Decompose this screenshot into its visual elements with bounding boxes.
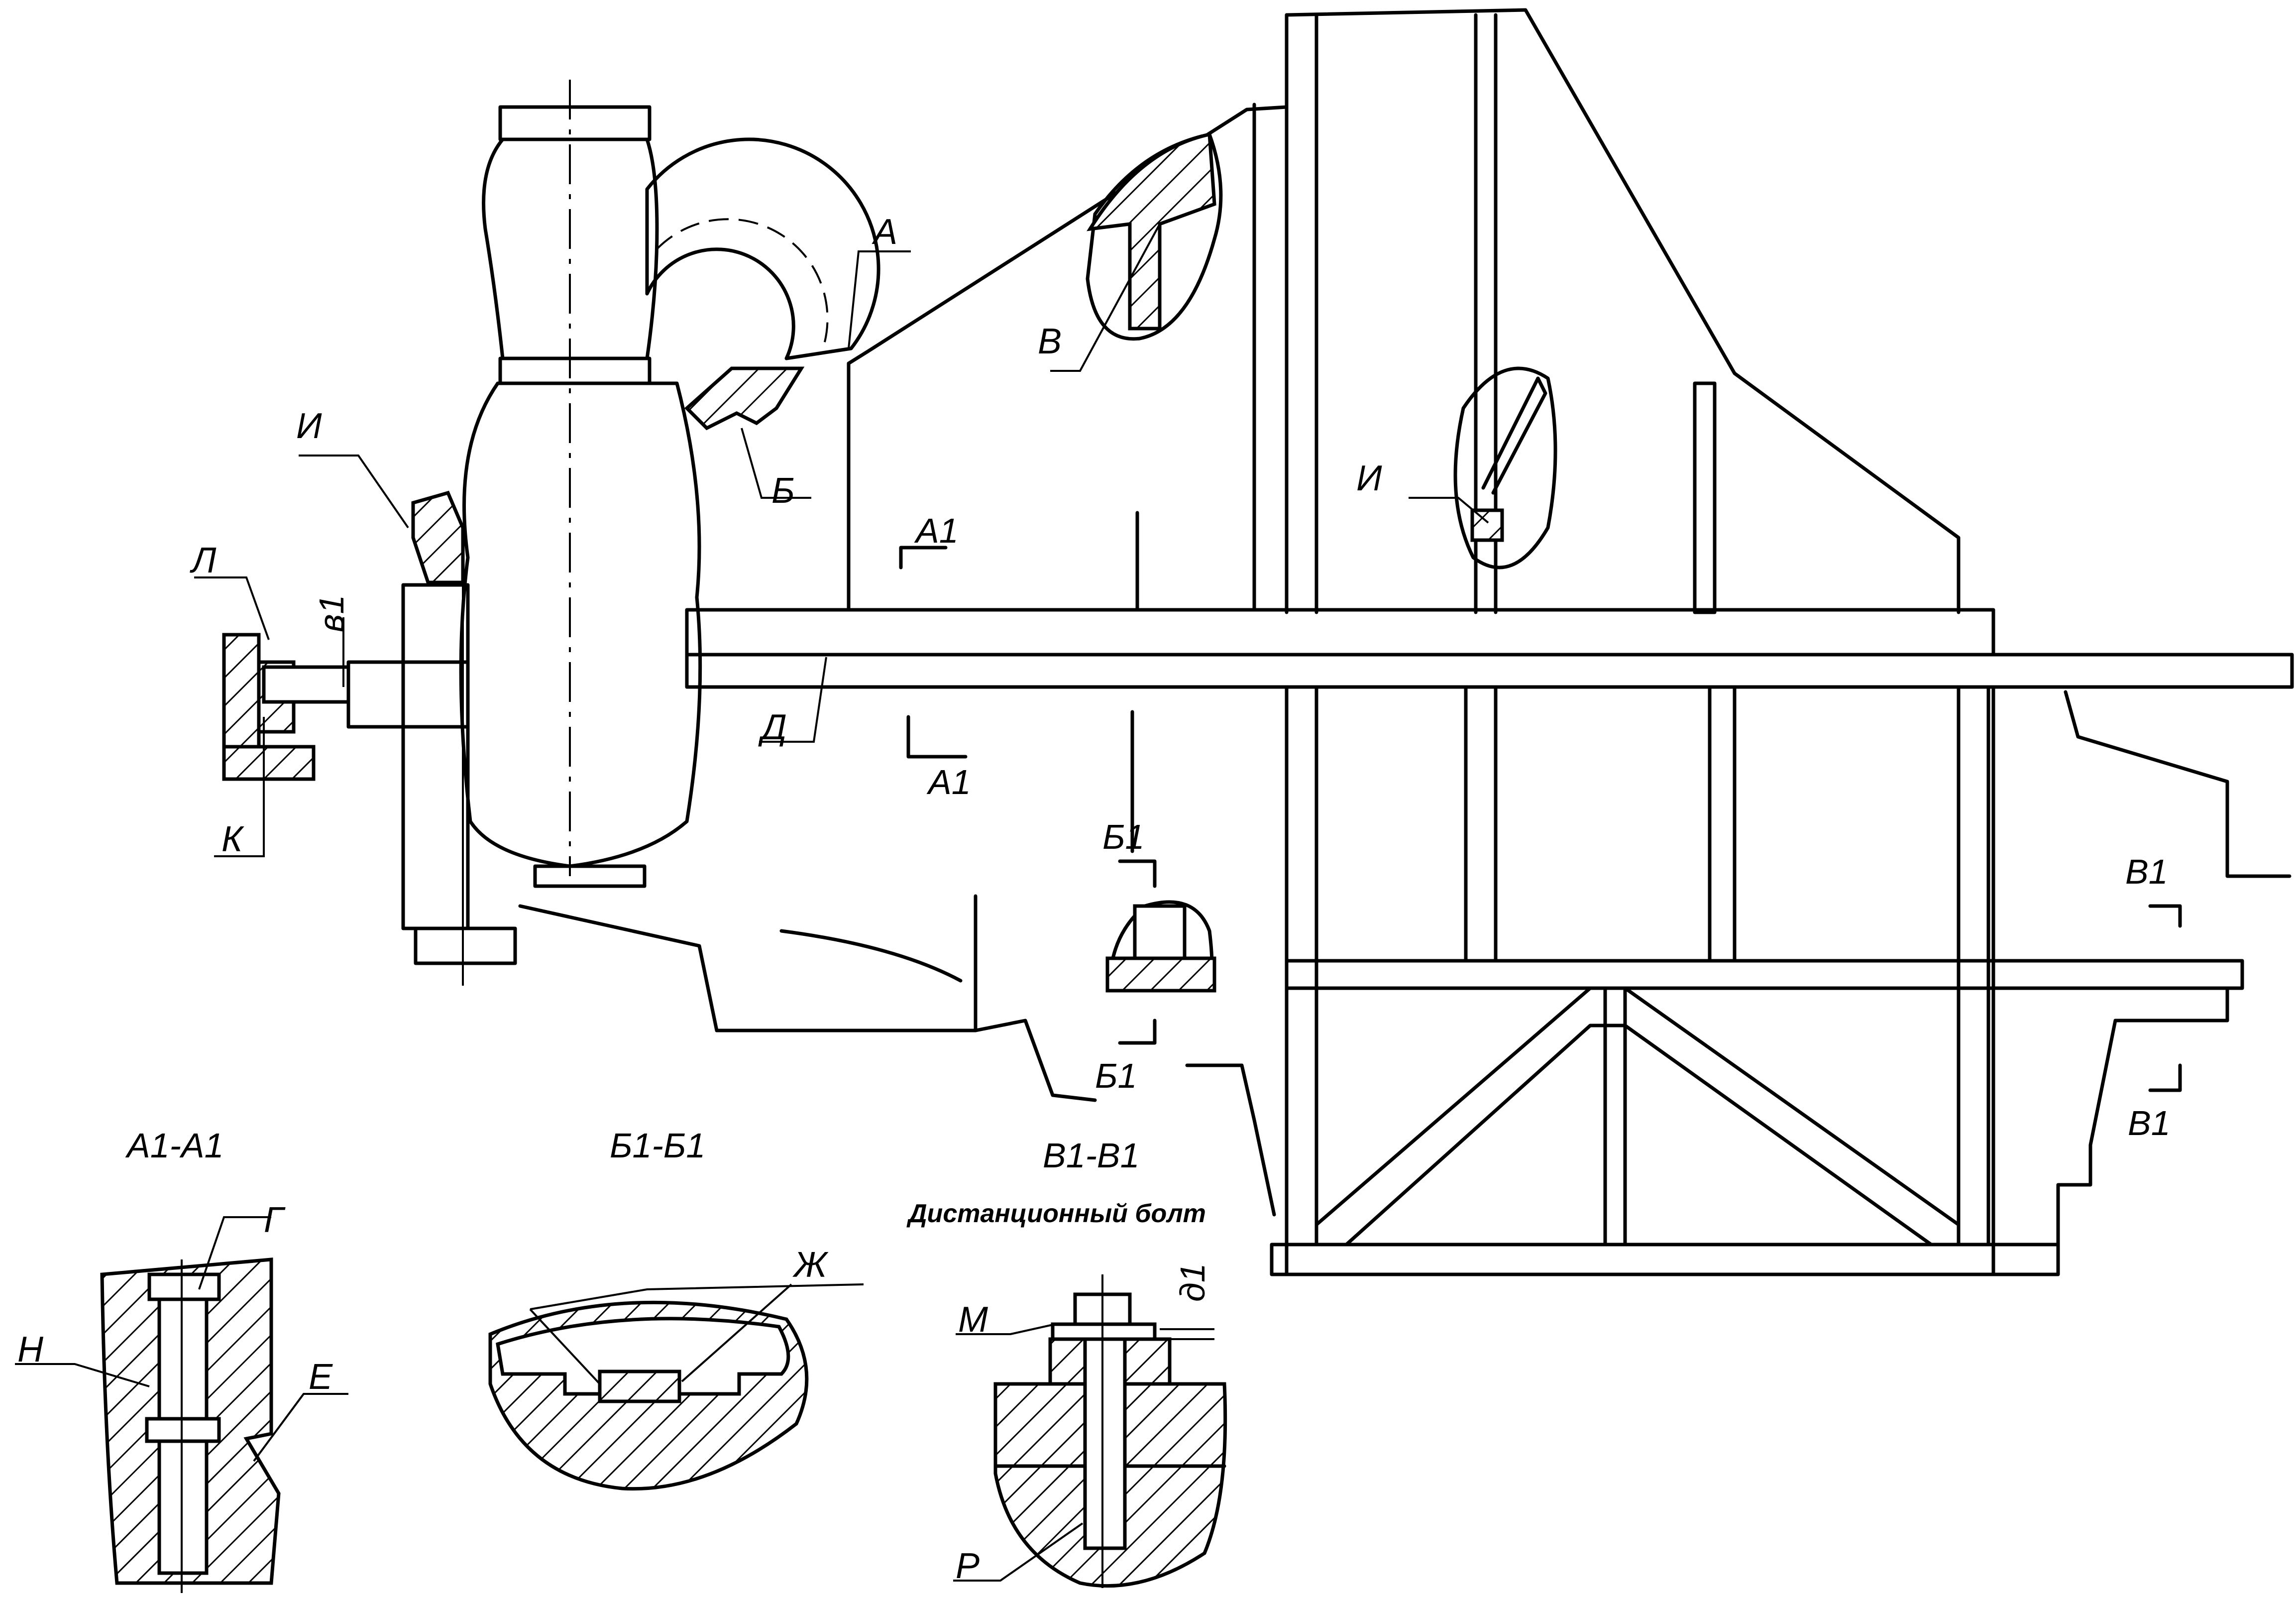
- section-markers: [899, 546, 2182, 1092]
- label-d1: д1: [1173, 1263, 1212, 1302]
- label-i-right: И: [1356, 458, 1382, 498]
- label-v1-bottom: В1: [2128, 1104, 2171, 1142]
- section-v1-title: В1-В1: [1043, 1136, 1140, 1175]
- section-b1-title: Б1-Б1: [610, 1126, 705, 1165]
- label-a1-bottom: А1: [926, 763, 971, 801]
- cutout-i: [1453, 366, 1557, 570]
- label-v: В: [1038, 322, 1062, 361]
- label-a1-top: А1: [914, 511, 959, 550]
- label-l: Л: [190, 541, 217, 580]
- label-m: М: [958, 1300, 988, 1340]
- label-b1-bottom: Б1: [1095, 1056, 1137, 1095]
- body-casing: [518, 103, 1289, 1217]
- label-i-left: И: [296, 406, 322, 446]
- label-b: Б: [771, 471, 795, 511]
- label-a: А: [872, 212, 897, 252]
- cutout-v: [1086, 132, 1223, 341]
- section-b1-b1: Б1-Б1 Ж: [488, 1126, 864, 1491]
- label-d: Д: [758, 707, 787, 747]
- main-beam: [685, 608, 2294, 689]
- label-v1-dim: в1: [312, 595, 351, 632]
- section-a1-title: А1-А1: [125, 1126, 224, 1165]
- frame-structure: [1270, 8, 2292, 1276]
- section-v1-v1: В1-В1 Дистанционный болт М Р д1: [906, 1136, 1227, 1588]
- section-b1-mini: [1105, 900, 1216, 993]
- main-view: А Б В И И Л К Д в1 А1 А1 Б1 Б1 В1 В1: [190, 8, 2294, 1276]
- label-r: Р: [956, 1546, 980, 1586]
- label-g: Г: [264, 1200, 286, 1240]
- label-n: Н: [17, 1330, 44, 1369]
- cylinder: [222, 80, 880, 986]
- leader-lines: [194, 224, 1489, 857]
- section-a1-a1: А1-А1 Г Н Е: [15, 1126, 348, 1593]
- label-b1-top: Б1: [1102, 817, 1145, 856]
- distance-bolt-note: Дистанционный болт: [906, 1199, 1206, 1228]
- label-k: К: [221, 819, 244, 859]
- label-v1-top: В1: [2125, 852, 2168, 891]
- label-e: Е: [309, 1357, 333, 1397]
- label-zh: Ж: [792, 1245, 829, 1285]
